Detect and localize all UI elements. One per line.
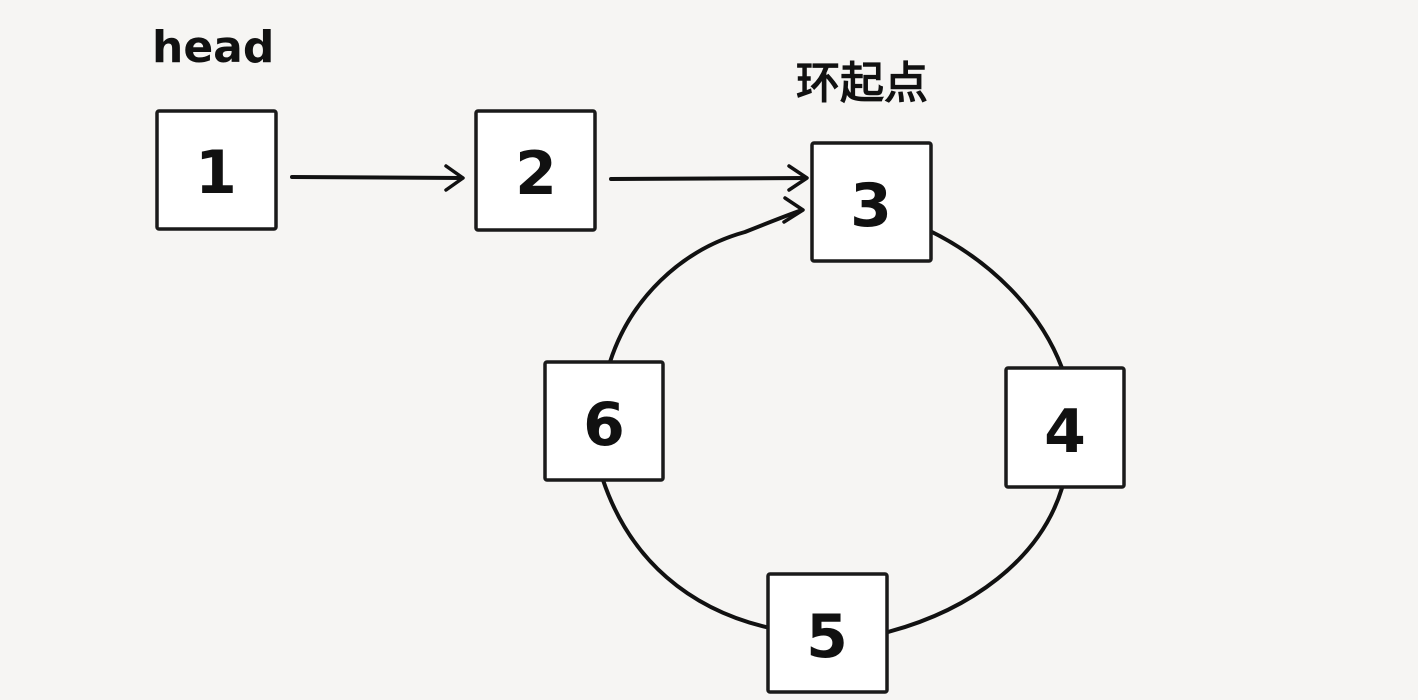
node-4-box xyxy=(1004,366,1126,489)
edge-6-to-3 xyxy=(608,208,804,364)
node-5-box xyxy=(766,572,889,694)
node-1: 1 xyxy=(155,109,278,231)
node-1-value: 1 xyxy=(195,138,237,208)
node-2-value: 2 xyxy=(515,139,557,209)
node-3: 3 xyxy=(810,141,933,263)
node-6-value: 6 xyxy=(583,390,625,460)
arrowhead-6-to-3 xyxy=(782,196,805,224)
edge-2-to-3-arrowhead xyxy=(787,164,809,192)
node-6-box xyxy=(543,360,665,482)
node-3-value: 3 xyxy=(850,171,892,241)
cycle-ring xyxy=(601,196,1064,634)
edge-1-to-2-line xyxy=(290,175,464,180)
edge-2-to-3 xyxy=(609,164,809,192)
edge-1-to-2-arrowhead xyxy=(444,164,465,192)
node-3-box xyxy=(810,141,933,263)
edge-4-to-5 xyxy=(886,486,1064,634)
head-label: head xyxy=(152,22,274,73)
node-2-box xyxy=(474,109,597,232)
cycle-start-label: 环起点 xyxy=(796,58,928,109)
edge-2-to-3-line xyxy=(609,176,808,181)
node-5-value: 5 xyxy=(806,602,848,672)
node-1-box xyxy=(155,109,278,231)
node-6: 6 xyxy=(543,360,665,482)
edge-5-to-6 xyxy=(601,478,772,630)
edge-1-to-2 xyxy=(290,164,465,192)
edge-3-to-4 xyxy=(926,228,1064,370)
node-5: 5 xyxy=(766,572,889,694)
node-4: 4 xyxy=(1004,366,1126,489)
node-2: 2 xyxy=(474,109,597,232)
node-4-value: 4 xyxy=(1044,397,1086,467)
